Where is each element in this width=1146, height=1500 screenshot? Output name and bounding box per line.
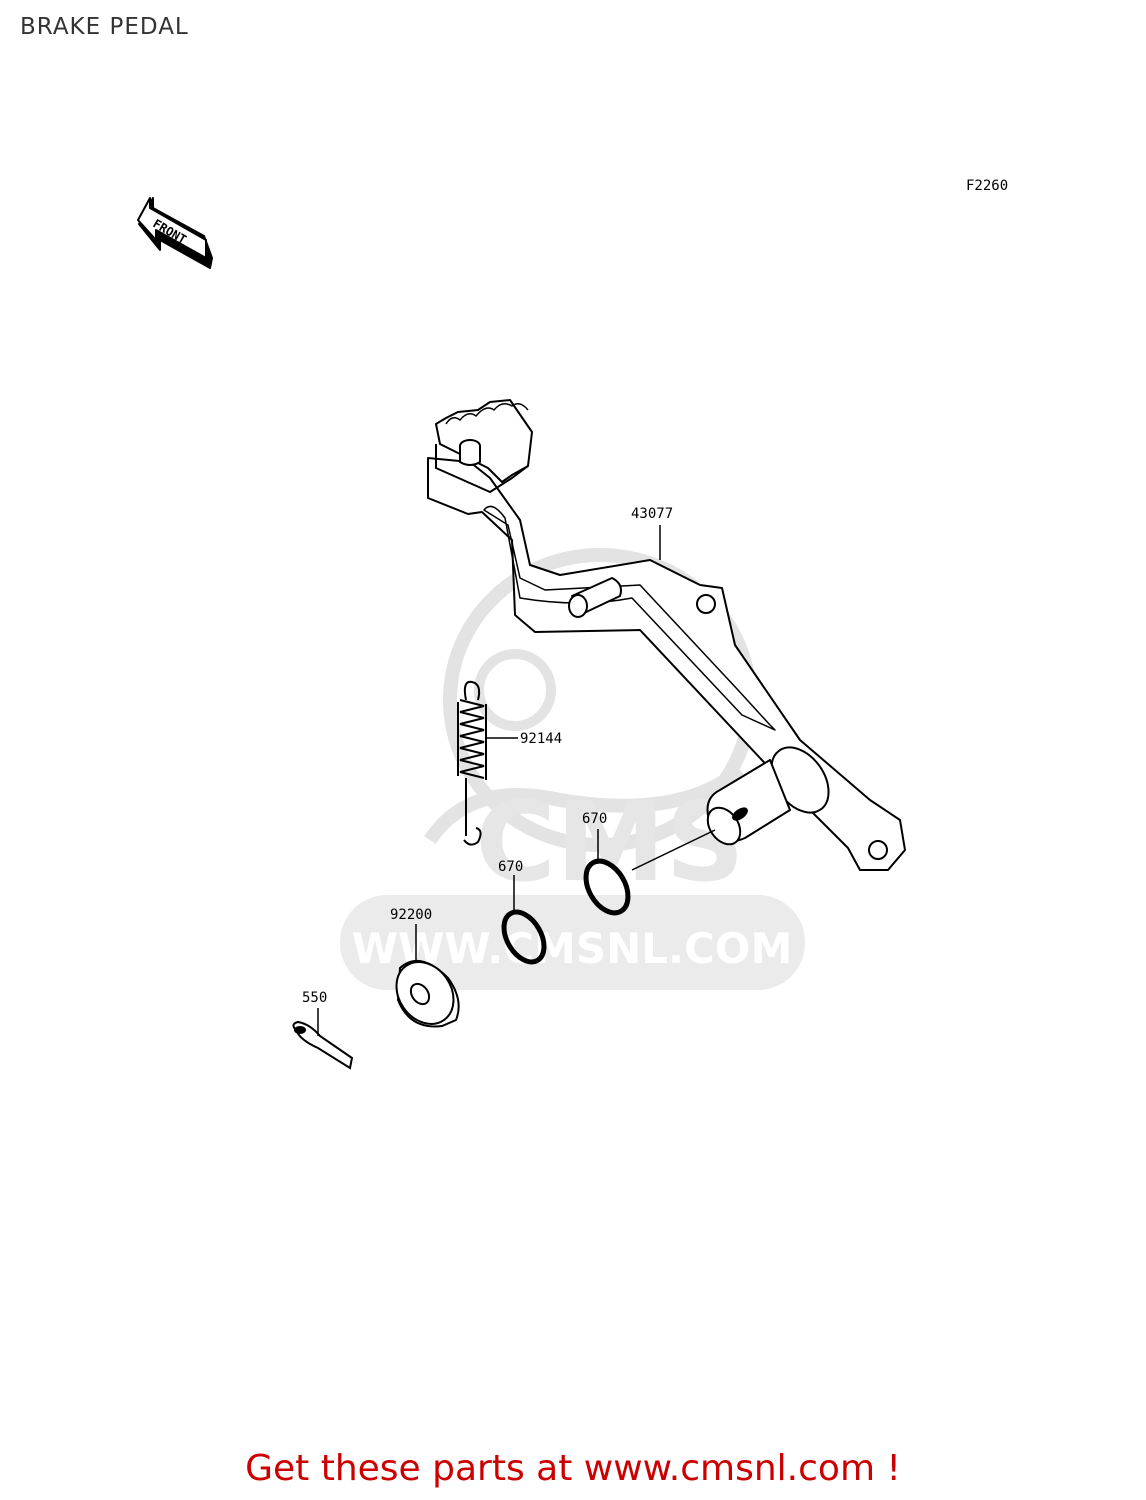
callout-43077: 43077 <box>631 506 673 522</box>
callout-670-large: 670 <box>582 811 607 827</box>
washer-part <box>395 959 460 1028</box>
watermark-brand: CMS <box>475 778 744 906</box>
o-ring-large-part <box>583 858 631 916</box>
callout-550: 550 <box>302 990 327 1006</box>
brake-pedal-part <box>427 399 906 871</box>
leader-lines <box>317 525 661 1036</box>
callout-92200: 92200 <box>390 907 432 923</box>
cotter-pin-part <box>292 1020 354 1070</box>
front-arrow-icon <box>137 197 213 269</box>
page-title: BRAKE PEDAL <box>20 14 189 40</box>
callout-670-small: 670 <box>498 859 523 875</box>
o-ring-small-part <box>501 909 547 965</box>
watermark <box>340 548 805 990</box>
callout-92144: 92144 <box>520 731 562 747</box>
return-spring-part <box>457 680 487 846</box>
figure-code: F2260 <box>966 178 1008 194</box>
get-parts-link[interactable]: Get these parts at www.cmsnl.com ! <box>245 1448 901 1489</box>
